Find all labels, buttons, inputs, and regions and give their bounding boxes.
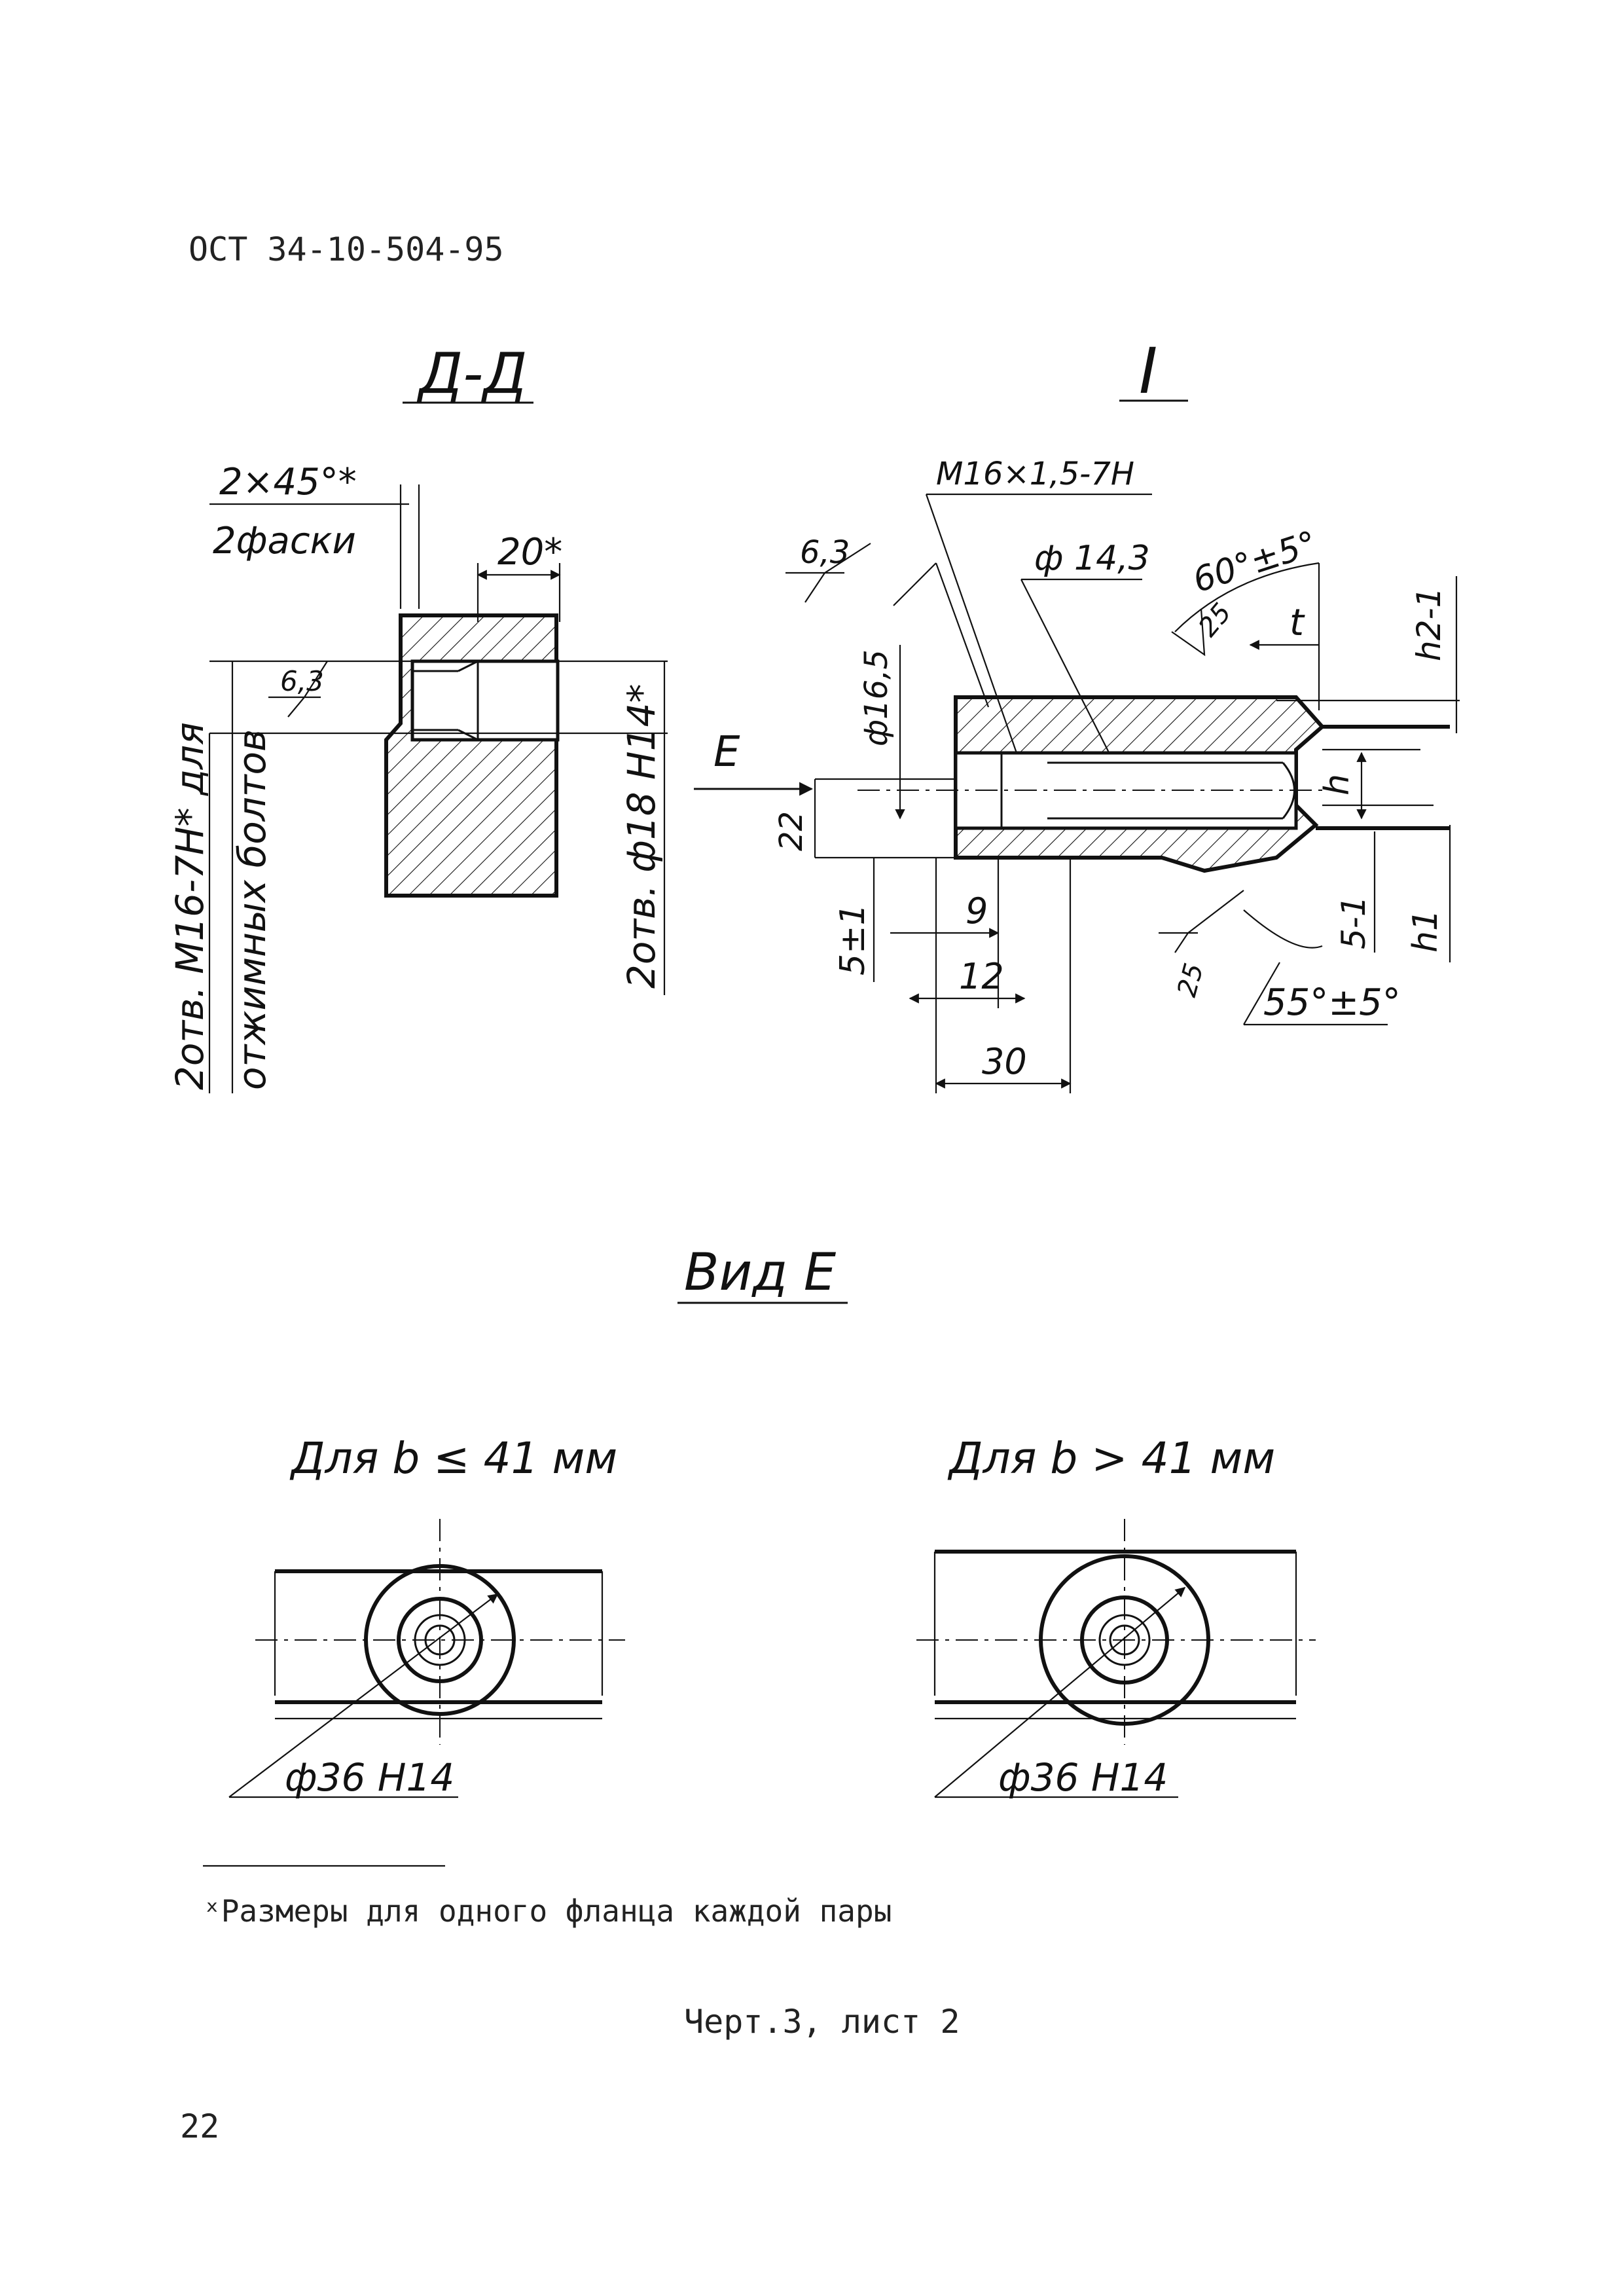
left-diameter: ф36 Н14	[285, 1755, 454, 1800]
detail-1-title: I	[1139, 335, 1157, 408]
view-e: Вид Е Для b ≤ 41 мм Для b > 41 мм ф36 Н1…	[228, 1243, 1316, 1800]
roughness-detail: 6,3	[800, 534, 850, 571]
section-dd-title: Д-Д	[416, 341, 527, 407]
view-arrow-e: Е	[713, 728, 740, 776]
dim-5-1: 5-1	[1335, 896, 1373, 949]
page-number: 22	[180, 2107, 219, 2145]
dim-30: 30	[982, 1041, 1027, 1082]
hole-diameter: ф 14,3	[1034, 539, 1150, 578]
thread-label: М16×1,5-7Н	[936, 456, 1134, 492]
detail-1: I М16×1,5-7Н 6,3 ф 14,3 60°±5° 25 t h2-1…	[694, 335, 1460, 1093]
right-note: 2отв. ф18 Н14*	[619, 684, 664, 989]
dim-12: 12	[959, 956, 1004, 997]
dim-h: h	[1318, 774, 1357, 795]
right-diameter: ф36 Н14	[998, 1755, 1168, 1800]
bore-diameter: ф16,5	[858, 649, 895, 746]
view-e-left-detail: ф36 Н14	[228, 1519, 625, 1800]
flange-section-body	[384, 613, 558, 898]
left-note-1: 2отв. М16-7Н* для	[168, 722, 212, 1090]
top-angle: 60°±5°	[1188, 524, 1322, 600]
roughness-dd: 6,3	[280, 665, 324, 697]
dim-h1: h1	[1406, 909, 1445, 953]
view-e-right-label: Для b > 41 мм	[947, 1433, 1275, 1484]
dim-t: t	[1290, 602, 1305, 644]
chamfer-label: 2×45°*	[219, 461, 357, 503]
roughness-bottom: 25	[1172, 960, 1210, 1000]
dim-h2: h2-1	[1410, 587, 1448, 661]
depth-label: 20*	[497, 531, 562, 574]
view-e-left-label: Для b ≤ 41 мм	[289, 1433, 617, 1484]
dim-22: 22	[773, 811, 810, 851]
dim-5-pm1: 5±1	[833, 903, 873, 975]
view-e-right-detail: ф36 Н14	[916, 1519, 1316, 1800]
document-code: ОСТ 34-10-504-95	[189, 230, 504, 268]
section-dd: Д-Д 2×45°* 2фаски 20* 6,3 2отв. М16-7Н* …	[168, 341, 668, 1093]
roughness-top: 25	[1193, 598, 1237, 643]
footnote: ˣРазмеры для одного фланца каждой пары	[203, 1893, 892, 1929]
chamfer-note: 2фаски	[213, 520, 356, 562]
left-note-2: отжимных болтов	[230, 729, 274, 1090]
view-e-title: Вид Е	[684, 1243, 837, 1302]
dim-9: 9	[965, 890, 988, 932]
bottom-angle: 55°±5°	[1263, 981, 1401, 1024]
drawing-caption: Черт.3, лист 2	[684, 2003, 960, 2041]
